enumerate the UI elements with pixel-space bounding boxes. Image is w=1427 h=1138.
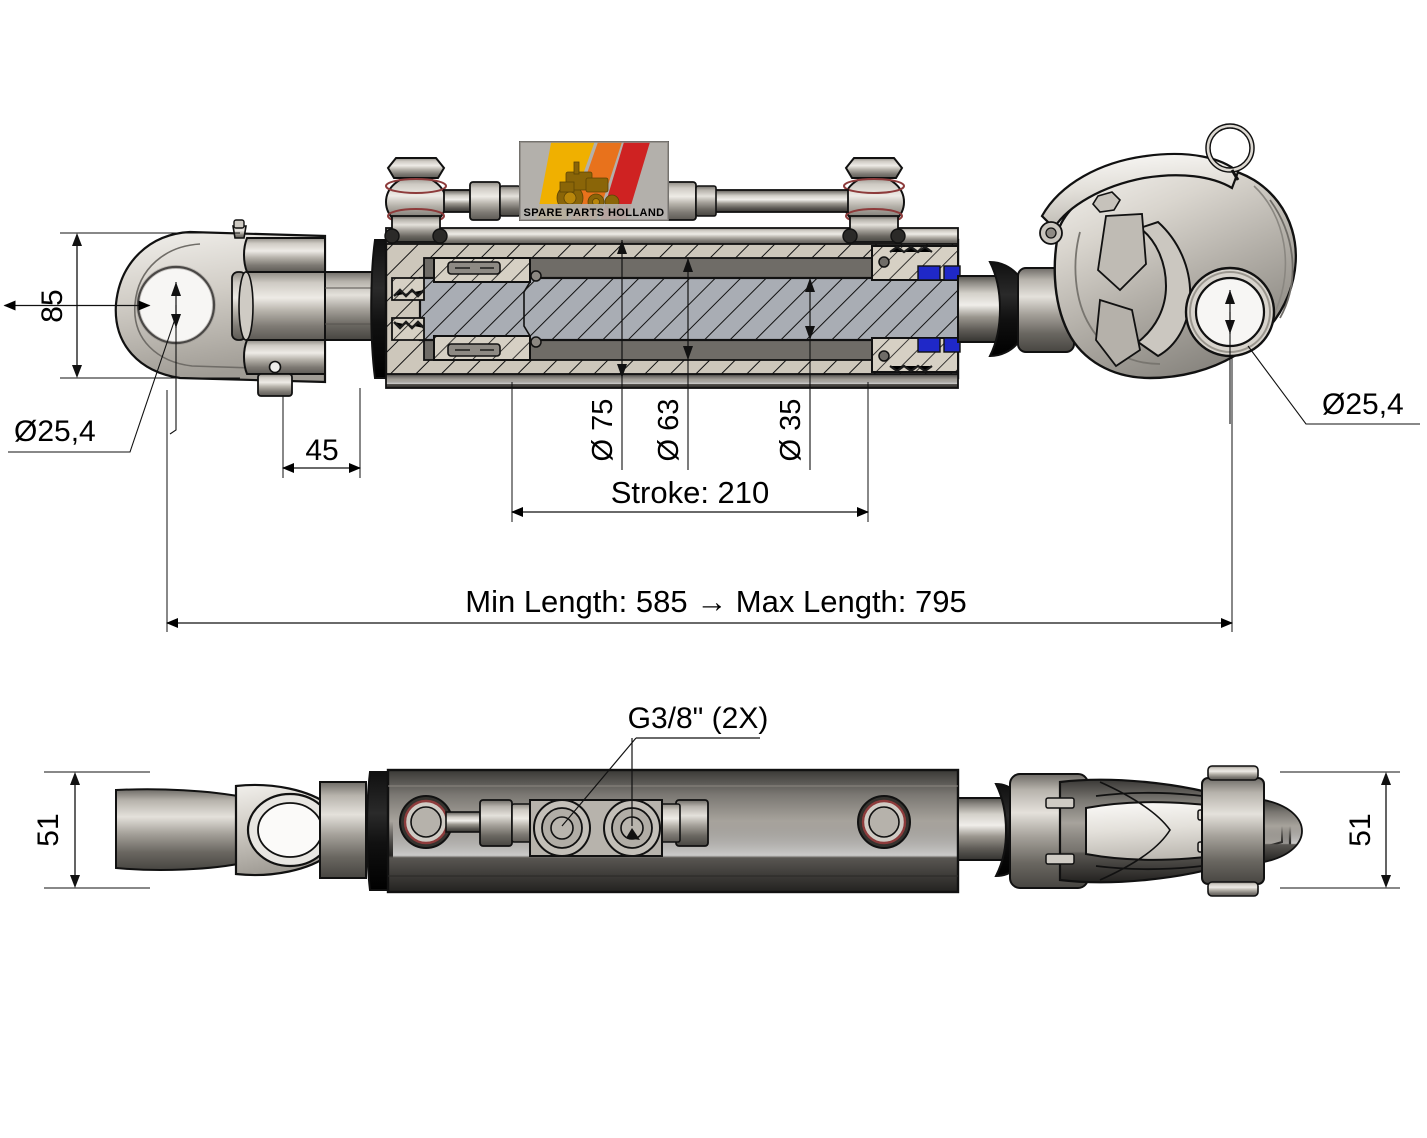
dim-bottom-right-51-label: 51 [1344,813,1377,846]
banjo-hex-nut-left [386,157,446,179]
dim-left-bore-label: Ø25,4 [14,415,96,448]
dim-bottom-left-51-label: 51 [32,813,65,846]
dim-bore-75: Ø 75 [587,240,627,470]
dim-rod-35: Ø 35 [775,278,815,470]
plan-hook-end [957,765,1303,897]
locking-pin [257,373,293,397]
piston-rod-section [418,276,982,342]
dim-bottom-left-51: 51 [32,771,150,889]
spare-parts-holland-logo: SPARE PARTS HOLLAND [519,141,669,221]
dim-bore-75-label: Ø 75 [587,399,619,462]
dim-bore-63: Ø 63 [653,258,693,470]
locking-lever [1040,152,1240,230]
dim-85: 85 [3,232,240,379]
dim-left-bore: Ø25,4 [8,282,181,453]
plan-hook-pin-boss [1201,777,1265,885]
plan-hydraulic-assembly [399,795,911,857]
hook-jaw [1136,220,1192,358]
dim-bore-63-label: Ø 63 [653,399,685,462]
dim-45: 45 [282,388,361,478]
logo-text: SPARE PARTS HOLLAND [523,207,664,219]
barrel-bottom-land [385,373,959,389]
sectional-side-view: SPARE PARTS HOLLAND [3,123,1420,632]
plan-view: 51 51 G3/8" (2X) [32,702,1400,897]
rod-seal-blue-lower [917,337,941,353]
rear-gland [391,277,425,341]
piston-head [433,257,542,361]
banjo-fitting-left [384,157,448,244]
plan-coupling-left [479,799,513,847]
dim-45-label: 45 [305,434,338,467]
port-1 [533,799,591,857]
front-gland-seals [871,245,961,373]
banjo-hex-nut-right [844,157,904,179]
plan-clevis [115,781,367,879]
dim-overall-length: Min Length: 585 → Max Length: 795 [166,356,1233,632]
wiper-seal-blue-upper [943,265,961,281]
dim-right-bore: Ø25,4 [1225,290,1420,425]
dim-right-bore-label: Ø25,4 [1322,388,1404,421]
rod-extension-and-hook [957,123,1297,380]
callout-port-thread: G3/8" (2X) [561,702,769,827]
callout-port-thread-label: G3/8" (2X) [628,702,769,735]
dim-stroke-label: Stroke: 210 [611,475,770,510]
dim-overall-length-label: Min Length: 585 → Max Length: 795 [465,584,967,619]
piston-seal-upper [447,261,501,275]
lever-hex-boss [1092,191,1122,213]
dim-bottom-right-51: 51 [1280,771,1400,889]
tube-coupling-right [665,181,717,221]
wiper-seal-blue-lower [943,337,961,353]
plan-barrel-cap [366,771,393,891]
dim-rod-35-label: Ø 35 [775,399,807,462]
port-2 [603,799,661,857]
dim-85-label: 85 [36,289,69,322]
piston-seal-lower [447,343,501,357]
dim-stroke: Stroke: 210 [511,382,869,522]
rod-seal-blue-upper [917,265,941,281]
tube-coupling-left [469,181,521,221]
cylinder-barrel-section [370,227,982,389]
banjo-fitting-right [842,157,906,244]
